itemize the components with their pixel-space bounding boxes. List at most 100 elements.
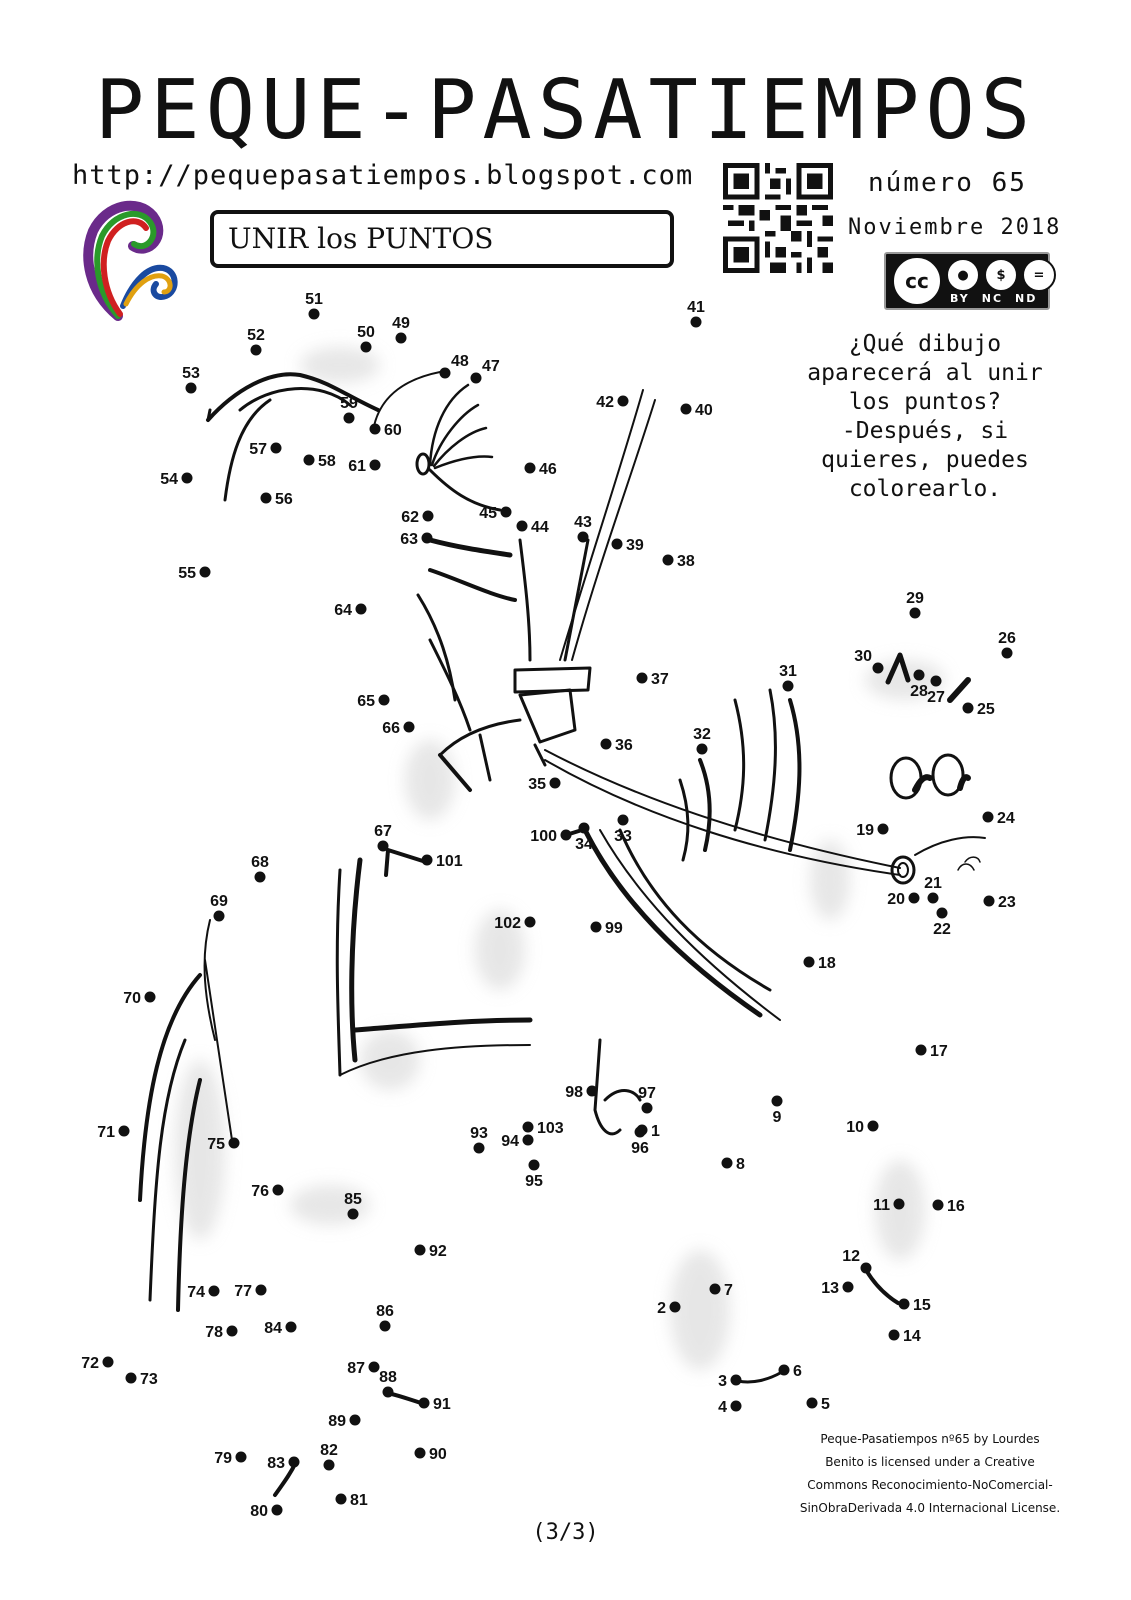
puzzle-dot-marker: [611, 538, 623, 550]
puzzle-dot: 7: [709, 1282, 733, 1299]
puzzle-dot-label: 7: [724, 1282, 733, 1299]
puzzle-dot-marker: [272, 1184, 284, 1196]
noderivatives-icon: =: [1022, 258, 1056, 292]
puzzle-dot: 96: [631, 1126, 649, 1157]
instruction-line: -Después, si: [841, 418, 1009, 444]
puzzle-dot-label: 54: [160, 471, 178, 488]
puzzle-dot-label: 63: [400, 531, 418, 548]
puzzle-dot-label: 78: [205, 1324, 223, 1341]
puzzle-dot-marker: [228, 1137, 240, 1149]
puzzle-dot-label: 72: [81, 1355, 99, 1372]
puzzle-dot: 13: [821, 1280, 854, 1297]
puzzle-dot: 54: [160, 471, 193, 488]
license-line: Peque-Pasatiempos nº65 by Lourdes: [820, 1432, 1040, 1446]
puzzle-dot-label: 26: [998, 630, 1016, 647]
puzzle-dot-marker: [528, 1159, 540, 1171]
puzzle-dot-label: 14: [903, 1328, 921, 1345]
puzzle-dot-marker: [730, 1400, 742, 1412]
puzzle-dot-label: 83: [267, 1455, 285, 1472]
puzzle-dot: 66: [382, 720, 415, 737]
puzzle-dot: 60: [369, 422, 402, 439]
puzzle-dot: 20: [887, 891, 920, 908]
puzzle-dot-marker: [803, 956, 815, 968]
puzzle-dot-label: 85: [344, 1191, 362, 1208]
puzzle-dot: 15: [898, 1297, 931, 1314]
puzzle-dot-label: 51: [305, 291, 323, 308]
instruction-line: ¿Qué dibujo: [848, 331, 1002, 357]
cc-license-badge[interactable]: cc ● $ = BY NC ND: [884, 252, 1056, 310]
puzzle-dot-label: 47: [482, 358, 500, 375]
site-url[interactable]: http://pequepasatiempos.blogspot.com: [72, 160, 694, 191]
puzzle-dot-marker: [842, 1281, 854, 1293]
puzzle-dot: 88: [379, 1369, 397, 1398]
puzzle-dot: 53: [182, 365, 200, 394]
puzzle-dot: 92: [414, 1243, 447, 1260]
puzzle-dot: 29: [906, 590, 924, 619]
puzzle-dot-marker: [709, 1283, 721, 1295]
puzzle-dot: 97: [638, 1085, 656, 1114]
puzzle-dot-marker: [181, 472, 193, 484]
puzzle-dot-label: 36: [615, 737, 633, 754]
puzzle-dot-label: 53: [182, 365, 200, 382]
puzzle-dot-label: 37: [651, 671, 669, 688]
puzzle-dot-label: 64: [334, 602, 352, 619]
puzzle-dot-label: 96: [631, 1140, 649, 1157]
puzzle-dot-label: 44: [531, 519, 549, 536]
puzzle-dot-label: 8: [736, 1156, 745, 1173]
puzzle-dot: 27: [927, 675, 945, 706]
puzzle-dot: 2: [657, 1300, 681, 1317]
puzzle-dot-marker: [378, 694, 390, 706]
puzzle-dot: 67: [374, 823, 392, 852]
instruction-line: los puntos?: [848, 389, 1002, 415]
puzzle-dot-label: 49: [392, 315, 410, 332]
puzzle-dot-marker: [721, 1157, 733, 1169]
page-title: PEQUE-PASATIEMPOS: [94, 63, 1037, 158]
puzzle-dot-marker: [360, 341, 372, 353]
puzzle-dot-label: 5: [821, 1396, 830, 1413]
puzzle-dot-marker: [578, 822, 590, 834]
puzzle-dot-marker: [235, 1451, 247, 1463]
puzzle-dot: 102: [494, 915, 536, 932]
puzzle-dot-marker: [395, 332, 407, 344]
puzzle-dot-marker: [144, 991, 156, 1003]
puzzle-dot: 64: [334, 602, 367, 619]
puzzle-dot-marker: [680, 403, 692, 415]
puzzle-dot: 103: [522, 1120, 564, 1137]
license-text: Peque-Pasatiempos nº65 by Lourdes Benito…: [790, 1428, 1070, 1520]
puzzle-dot-marker: [213, 910, 225, 922]
puzzle-dot-label: 92: [429, 1243, 447, 1260]
puzzle-dot-marker: [288, 1456, 300, 1468]
puzzle-dot-label: 61: [348, 458, 366, 475]
puzzle-dot-marker: [634, 1126, 646, 1138]
puzzle-dot-marker: [403, 721, 415, 733]
puzzle-dot-marker: [982, 811, 994, 823]
puzzle-dot-label: 71: [97, 1124, 115, 1141]
puzzle-dot-label: 42: [596, 394, 614, 411]
puzzle-dot: 51: [305, 291, 323, 320]
puzzle-dot: 59: [340, 395, 358, 424]
puzzle-dot-label: 93: [470, 1125, 488, 1142]
page-indicator: (3/3): [532, 1520, 599, 1545]
puzzle-dot-marker: [590, 921, 602, 933]
puzzle-dot-marker: [872, 662, 884, 674]
puzzle-dot-marker: [586, 1085, 598, 1097]
puzzle-dot-label: 39: [626, 537, 644, 554]
puzzle-dot-label: 65: [357, 693, 375, 710]
puzzle-dot-label: 40: [695, 402, 713, 419]
puzzle-dot-label: 55: [178, 565, 196, 582]
puzzle-dot: 3: [718, 1373, 742, 1390]
puzzle-dot-marker: [421, 532, 433, 544]
puzzle-dot-marker: [473, 1142, 485, 1154]
puzzle-dot-marker: [909, 607, 921, 619]
puzzle-dot-marker: [641, 1102, 653, 1114]
puzzle-dot-marker: [226, 1325, 238, 1337]
puzzle-dot: 10: [846, 1119, 879, 1136]
puzzle-dot: 17: [915, 1043, 948, 1060]
noncommercial-icon: $: [984, 258, 1018, 292]
qr-code-icon[interactable]: [723, 162, 833, 274]
puzzle-dot: 55: [178, 565, 211, 582]
puzzle-dot: 86: [376, 1303, 394, 1332]
puzzle-dot-label: 88: [379, 1369, 397, 1386]
puzzle-dot-marker: [696, 743, 708, 755]
puzzle-dot-label: 94: [501, 1133, 519, 1150]
